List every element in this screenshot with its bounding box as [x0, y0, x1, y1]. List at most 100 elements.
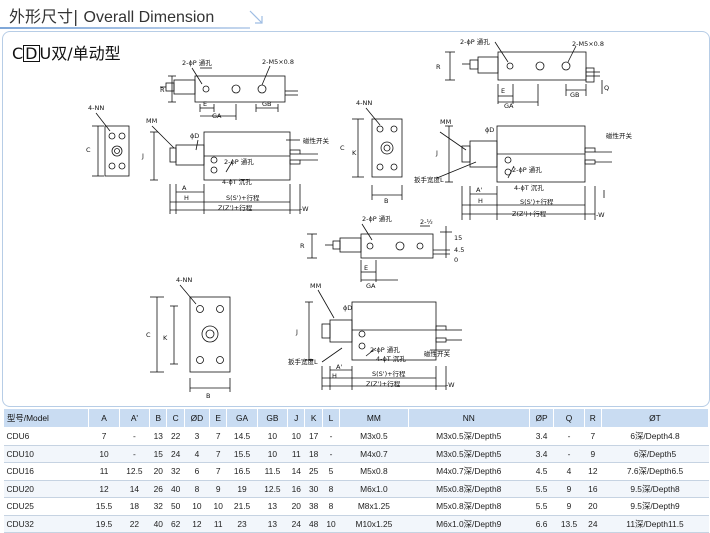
header-underline: [0, 27, 250, 29]
label-GA-3: GA: [366, 282, 376, 290]
table-cell: 10: [287, 427, 305, 446]
table-cell: 7.6深/Depth6.5: [601, 462, 709, 481]
table-cell: 13: [149, 427, 167, 446]
column-header: GA: [226, 408, 258, 428]
table-cell: 5.5: [529, 480, 554, 498]
label-15: 15: [454, 234, 462, 242]
section-title: 外形尺寸| Overall Dimension: [9, 3, 214, 27]
column-header: ØD: [183, 408, 211, 428]
label-MM-1: MM: [146, 117, 157, 125]
table-cell: 16: [584, 480, 602, 498]
table-cell: CDU10: [3, 445, 89, 463]
column-header: L: [321, 408, 341, 428]
label-A-3: A': [336, 363, 342, 371]
table-cell: 20: [584, 497, 602, 516]
table-cell: M5x0.8: [339, 462, 409, 481]
label-GB-1: GB: [262, 100, 272, 108]
table-cell: 9: [584, 445, 602, 463]
label-J-1: J: [141, 152, 144, 160]
label-E-2: E: [501, 87, 505, 95]
table-cell: 12.5: [119, 462, 150, 481]
table-cell: 11: [287, 445, 305, 463]
label-Z-1: Z(Z')+行程: [218, 203, 253, 212]
table-cell: 20: [149, 462, 167, 481]
column-header: J: [287, 408, 306, 428]
table-cell: 14.5: [226, 427, 258, 446]
table-cell: -: [119, 445, 150, 463]
label-A-1: A: [182, 184, 187, 192]
table-cell: 40: [149, 515, 167, 533]
table-cell: 22: [119, 515, 150, 533]
label-MM-3: MM: [310, 282, 321, 290]
label-Q: Q: [604, 84, 609, 92]
label-R-2: R: [436, 63, 441, 71]
table-cell: 10: [209, 497, 227, 516]
label-4nn-3: 4-NN: [176, 276, 192, 284]
table-cell: 13: [257, 497, 288, 516]
label-2m5-1: 2-M5×0.8: [262, 58, 294, 66]
table-cell: 3: [184, 427, 210, 446]
table-cell: 18: [119, 497, 150, 516]
title-cn: 外形尺寸: [9, 7, 74, 26]
table-cell: 11: [88, 462, 120, 481]
table-cell: 48: [304, 515, 323, 533]
label-S-2: S(S')+行程: [520, 197, 554, 206]
column-header: ØT: [601, 408, 709, 428]
table-cell: 30: [304, 480, 323, 498]
table-cell: 16.5: [226, 462, 258, 481]
label-2m5-2: 2-M5×0.8: [572, 40, 604, 48]
label-B-2: B: [384, 197, 388, 205]
table-cell: 10: [184, 497, 210, 516]
table-cell: 7: [88, 427, 120, 446]
table-cell: 3.4: [529, 445, 554, 463]
table-cell: 24: [584, 515, 602, 533]
table-cell: 15.5: [226, 445, 258, 463]
table-cell: 12: [184, 515, 210, 533]
table-cell: 9.5深/Depth9: [601, 497, 709, 516]
table-cell: 6深/Depth4.8: [601, 427, 709, 446]
table-cell: -: [322, 445, 340, 463]
label-wrench-2: 扳手宽度L: [288, 357, 318, 366]
label-B-3: B: [206, 392, 210, 400]
label-W-2: -W: [596, 211, 605, 219]
label-4phiT-3: 4-ϕT 沉孔: [376, 355, 406, 363]
label-2phiP-4: 2-ϕP 通孔: [512, 165, 542, 174]
section-header: 外形尺寸| Overall Dimension: [0, 0, 710, 32]
table-cell: -: [553, 427, 585, 446]
table-cell: -: [119, 427, 150, 446]
table-cell: M4x0.7: [339, 445, 409, 463]
table-cell: 7: [584, 427, 602, 446]
column-header: A': [118, 408, 151, 428]
label-R-3: R: [300, 242, 305, 250]
label-R-1: R: [160, 86, 165, 94]
table-cell: M4x0.7深/Depth6: [408, 462, 530, 481]
table-cell: 4.5: [529, 462, 554, 481]
column-header: R: [583, 408, 603, 428]
table-cell: M5x0.8深/Depth8: [408, 497, 530, 516]
drawing-end-view-3: [150, 284, 231, 392]
table-cell: 50: [166, 497, 185, 516]
label-H-1: H: [184, 194, 189, 202]
label-4phiT-1: 4-ϕT 沉孔: [222, 178, 252, 186]
table-cell: 14: [119, 480, 150, 498]
table-cell: 7: [209, 445, 227, 463]
label-Z-2: Z(Z')+行程: [512, 209, 547, 218]
label-zero: 0: [454, 256, 458, 264]
label-C-1: C: [86, 146, 91, 154]
table-cell: 13.5: [553, 515, 585, 533]
table-cell: 4: [553, 462, 585, 481]
title-separator: |: [73, 7, 79, 26]
label-GB-2: GB: [570, 91, 580, 99]
column-header: Q: [553, 408, 585, 428]
drawing-top-view-3: [307, 223, 452, 282]
label-A-2: A': [476, 186, 482, 194]
column-header: NN: [407, 408, 530, 428]
table-cell: 20: [287, 497, 305, 516]
table-cell: CDU16: [3, 462, 89, 481]
table-cell: -: [322, 427, 340, 446]
table-cell: M3x0.5深/Depth5: [408, 445, 530, 463]
column-header: MM: [339, 408, 409, 428]
